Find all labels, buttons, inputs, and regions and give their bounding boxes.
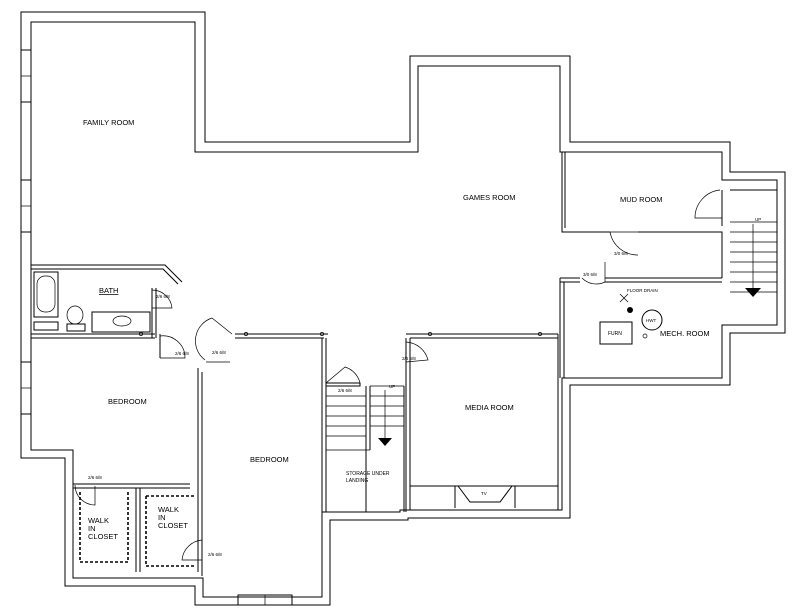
room-label-family-room: FAMILY ROOM — [83, 118, 134, 127]
bath-walls — [31, 264, 183, 339]
door-swings — [74, 189, 722, 561]
label-floor-drain: FLOOR DRAIN — [627, 288, 658, 293]
mech-room-walls — [559, 277, 722, 378]
water-heater-icon — [641, 309, 663, 331]
furnace-icon — [599, 321, 633, 345]
label-stair-up-main: UP — [389, 384, 395, 389]
label-furnace: FURN — [608, 331, 622, 337]
exterior-stairs — [730, 189, 777, 297]
main-stairs — [326, 382, 405, 512]
door-label-mud-room: 3/0 6/8 — [614, 251, 628, 256]
closet-left-line3: CLOSET — [88, 532, 118, 541]
room-label-mud-room: MUD ROOM — [620, 195, 663, 204]
closet-left-line1: WALK — [88, 516, 109, 525]
closet-right-line1: WALK — [158, 505, 179, 514]
room-label-bath: BATH — [99, 286, 118, 295]
left-bedroom-walls — [30, 334, 203, 576]
closet-left-line2: IN — [88, 524, 96, 533]
mud-room-walls — [561, 152, 723, 278]
room-label-bedroom-center: BEDROOM — [250, 455, 289, 464]
label-tv: TV — [481, 491, 487, 496]
room-label-bedroom-left: BEDROOM — [108, 397, 147, 406]
media-room-walls — [405, 334, 559, 512]
label-stair-up-exterior: UP — [755, 217, 761, 222]
door-label-mech-room: 3/0 6/8 — [583, 272, 597, 277]
room-label-storage-line1: STORAGE UNDER — [346, 471, 390, 477]
closet-right-line2: IN — [158, 513, 166, 522]
window-bottom — [237, 594, 293, 606]
door-label-bedroom-left: 2/6 6/8 — [175, 351, 189, 356]
room-label-mech-room: MECH. ROOM — [660, 329, 710, 338]
door-label-stair-storage: 2/6 6/8 — [338, 388, 352, 393]
room-label-storage-line2: LANDING — [346, 478, 368, 484]
mech-fixtures — [599, 293, 663, 345]
room-label-games-room: GAMES ROOM — [463, 193, 516, 202]
exterior-walls — [20, 11, 786, 606]
center-bedroom-walls — [321, 338, 327, 512]
door-label-media-room: 2/6 6/8 — [402, 356, 416, 361]
windows-left — [20, 49, 32, 415]
closet-shelving — [79, 492, 196, 567]
door-label-closet: 2/6 6/8 — [88, 475, 102, 480]
floor-drain-icon — [619, 293, 633, 313]
closet-right-line3: CLOSET — [158, 521, 188, 530]
door-label-bath: 2/6 6/8 — [156, 294, 170, 299]
room-label-media-room: MEDIA ROOM — [465, 403, 514, 412]
corridor-walls — [159, 332, 558, 358]
door-label-closet-lower: 2/6 6/8 — [208, 552, 222, 557]
door-label-bedroom-center: 2/6 6/8 — [212, 350, 226, 355]
label-water-heater: HWT — [646, 318, 656, 323]
